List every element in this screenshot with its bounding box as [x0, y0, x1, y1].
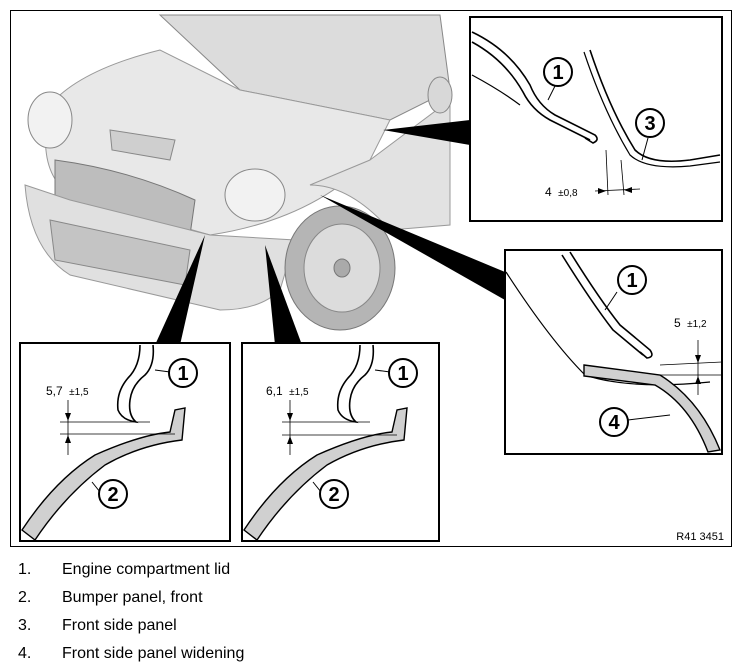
inset-bumper-right: 1 2 6,1 ±1,5: [241, 342, 440, 542]
callout-side-panel: 3: [644, 113, 655, 135]
dim-tolerance: ±1,5: [289, 387, 309, 398]
dim-value: 5: [674, 316, 681, 330]
legend-label: Front side panel widening: [62, 645, 245, 662]
callout-panel-widening: 4: [608, 412, 620, 434]
car-illustration: [24, 14, 453, 331]
callout-engine-lid-1: 1: [552, 62, 563, 84]
callout-engine-lid-2: 1: [626, 270, 637, 292]
callout-engine-lid-4: 1: [397, 363, 408, 385]
dim-lid-bumper-left: 5,7 ±1,5: [46, 382, 89, 399]
dim-lid-widening: 5 ±1,2: [674, 314, 707, 331]
legend-number: 3.: [18, 617, 32, 634]
legend-item: 4. Front side panel widening: [18, 640, 718, 668]
legend-label: Engine compartment lid: [62, 561, 231, 578]
legend-item: 1. Engine compartment lid: [18, 556, 718, 584]
legend-item: 2. Bumper panel, front: [18, 584, 718, 612]
dim-tolerance: ±1,2: [687, 319, 707, 330]
inset-panel-widening: 1 4 5 ±1,2: [504, 249, 723, 455]
legend-number: 4.: [18, 645, 32, 662]
legend-number: 1.: [18, 561, 32, 578]
inset-side-panel: 1 3 4 ±0,8: [469, 16, 723, 222]
inset-bumper-left: 1 2 5,7 ±1,5: [19, 342, 231, 542]
callout-bumper-right: 2: [328, 484, 339, 506]
callout-engine-lid-3: 1: [177, 363, 188, 385]
dim-lid-side-panel: 4 ±0,8: [545, 183, 578, 200]
legend-number: 2.: [18, 589, 32, 606]
legend-list: 1. Engine compartment lid 2. Bumper panel,…: [18, 556, 718, 668]
dim-value: 6,1: [266, 384, 283, 398]
reference-code: R41 3451: [676, 531, 724, 543]
diagram-figure: 1 3 4 ±0,8 1 4 5 ±1,2: [10, 10, 732, 547]
dim-value: 5,7: [46, 384, 63, 398]
dim-lid-bumper-right: 6,1 ±1,5: [266, 382, 309, 399]
dim-tolerance: ±1,5: [69, 387, 89, 398]
dim-tolerance: ±0,8: [558, 188, 578, 199]
dim-value: 4: [545, 185, 552, 199]
callout-bumper-left: 2: [107, 484, 118, 506]
legend-label: Bumper panel, front: [62, 589, 203, 606]
legend-label: Front side panel: [62, 617, 177, 634]
leader-wedges: [155, 120, 505, 345]
legend-item: 3. Front side panel: [18, 612, 718, 640]
